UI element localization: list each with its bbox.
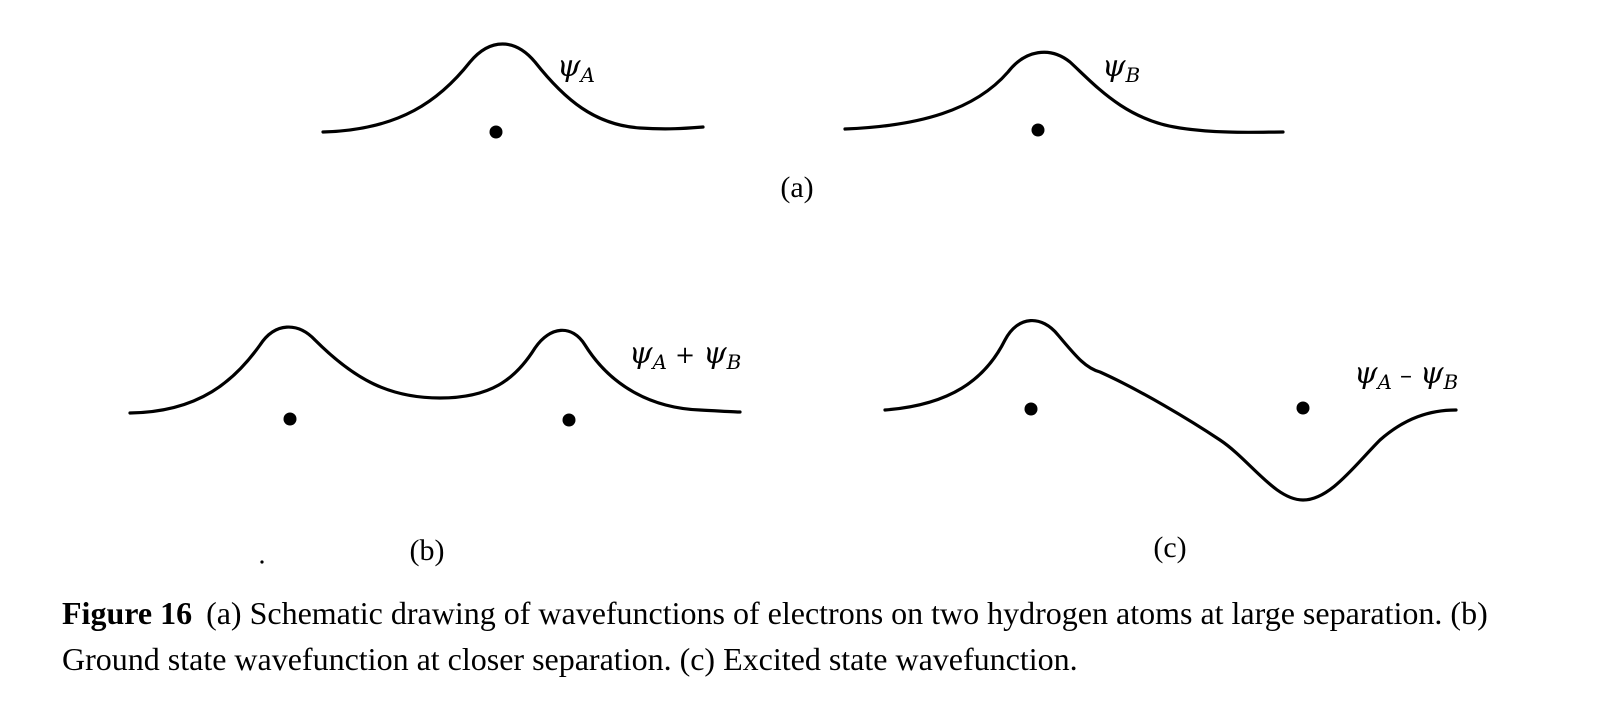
antibonding-curve [883, 319, 1458, 502]
panel-c: ψA–ψB (c) [883, 319, 1458, 564]
figure-number: Figure 16 [62, 595, 193, 631]
nucleus-b2 [562, 413, 576, 427]
psi-b-curve [843, 50, 1285, 134]
nucleus-b1 [283, 412, 297, 426]
nucleus-a2 [1031, 123, 1045, 137]
psi-a-curve [321, 42, 705, 134]
bonding-curve [128, 325, 742, 415]
panel-c-label: (c) [1153, 531, 1186, 564]
antibonding-label: ψA–ψB [1354, 356, 1458, 394]
bonding-label: ψA+ψB [629, 336, 741, 374]
caption-text: (a) Schematic drawing of wavefunctions o… [62, 595, 1488, 677]
stray-dot [260, 560, 264, 564]
panel-a-label: (a) [780, 171, 813, 204]
panel-b: ψA+ψB (b) [128, 325, 742, 567]
psi-b-label: ψB [1102, 49, 1140, 87]
nucleus-c1 [1024, 402, 1038, 416]
nucleus-a1 [489, 125, 503, 139]
figure-caption: Figure 16(a) Schematic drawing of wavefu… [62, 590, 1582, 682]
psi-a-label: ψA [557, 49, 595, 87]
panel-b-label: (b) [410, 534, 445, 567]
panel-a: ψA ψB (a) [321, 42, 1285, 204]
nucleus-c2 [1296, 401, 1310, 415]
